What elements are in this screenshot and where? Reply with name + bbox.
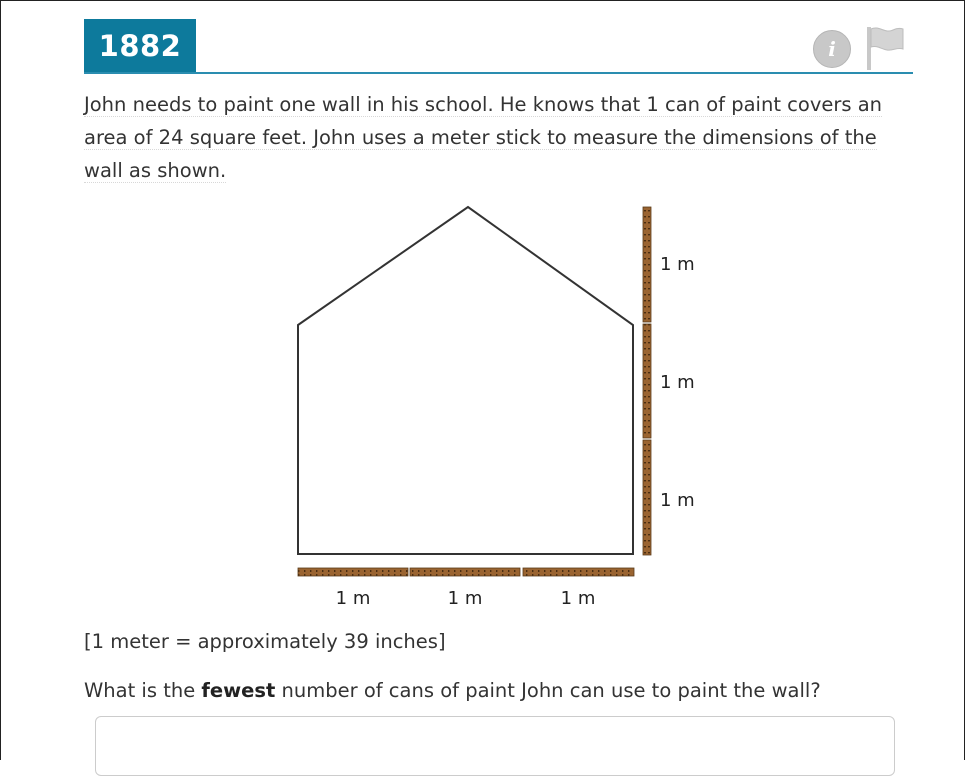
answer-input[interactable] [95, 716, 895, 776]
vertical-measure-label: 1 m [660, 254, 695, 275]
meter-stick-horizontal [297, 567, 409, 577]
item-frame [0, 0, 965, 760]
wall-outline [297, 205, 634, 555]
item-number-badge: 1882 [84, 19, 196, 72]
info-glyph: i [828, 37, 836, 61]
header-divider [84, 72, 913, 74]
question-text-after: number of cans of paint John can use to … [275, 679, 821, 702]
question-prompt: What is the fewest number of cans of pai… [84, 679, 821, 702]
vertical-measure-label: 1 m [660, 490, 695, 511]
conversion-note: [1 meter = approximately 39 inches] [84, 630, 446, 653]
info-icon[interactable]: i [813, 30, 851, 68]
flag-icon[interactable] [863, 24, 905, 70]
question-text-before: What is the [84, 679, 202, 702]
wall-diagram: 1 m 1 m 1 m 1 m 1 m 1 m [297, 205, 695, 609]
meter-stick-vertical [642, 206, 652, 323]
question-stem: John needs to paint one wall in his scho… [84, 88, 914, 187]
meter-stick-vertical [642, 323, 652, 439]
vertical-measure-label: 1 m [660, 372, 695, 393]
horizontal-measure-label: 1 m [336, 588, 371, 609]
stem-text: John needs to paint one wall in his scho… [84, 93, 883, 183]
horizontal-measure-label: 1 m [448, 588, 483, 609]
question-emphasis: fewest [201, 679, 276, 702]
item-number: 1882 [98, 28, 182, 63]
meter-stick-horizontal [409, 567, 521, 577]
meter-stick-vertical [642, 439, 652, 556]
horizontal-measure-label: 1 m [561, 588, 596, 609]
meter-stick-horizontal [522, 567, 635, 577]
